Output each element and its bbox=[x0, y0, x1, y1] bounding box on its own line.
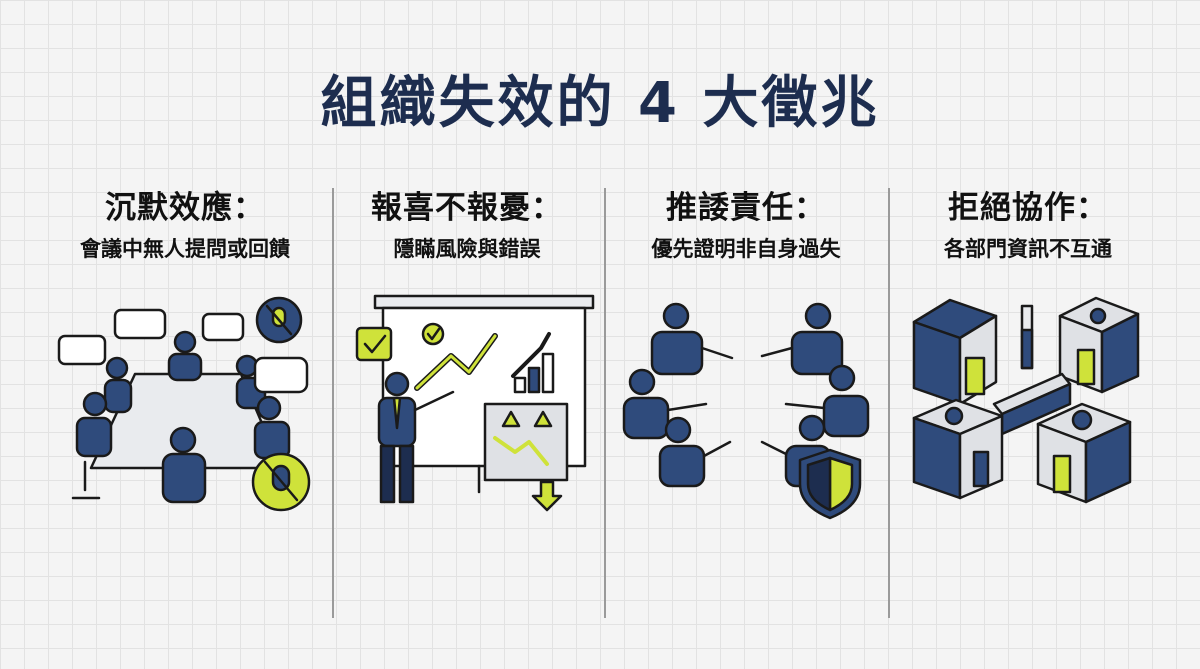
sign-panel-shift-blame: 推諉責任： 優先證明非自身過失 bbox=[606, 182, 886, 263]
sign-description: 隱瞞風險與錯誤 bbox=[393, 237, 541, 261]
divider bbox=[332, 188, 334, 618]
meeting-silence-icon bbox=[57, 296, 311, 512]
divider bbox=[888, 188, 890, 618]
sign-description: 優先證明非自身過失 bbox=[651, 237, 841, 261]
sign-panel-silence: 沉默效應： 會議中無人提問或回饋 bbox=[45, 182, 325, 263]
sign-heading: 拒絕協作： bbox=[948, 190, 1108, 226]
sign-description: 各部門資訊不互通 bbox=[944, 237, 1112, 261]
sign-description: 會議中無人提問或回饋 bbox=[80, 237, 290, 261]
page-title: 組織失效的 4 大徵兆 bbox=[320, 71, 880, 136]
sign-heading: 報喜不報憂： bbox=[371, 190, 563, 226]
finger-pointing-icon bbox=[622, 302, 870, 520]
sign-heading: 推諉責任： bbox=[666, 190, 826, 226]
sign-panel-hide-bad-news: 報喜不報憂： 隱瞞風險與錯誤 bbox=[327, 182, 607, 263]
sign-panel-refuse-collaboration: 拒絕協作： 各部門資訊不互通 bbox=[888, 182, 1168, 263]
presentation-hiding-risk-icon bbox=[355, 294, 595, 512]
divider bbox=[604, 188, 606, 618]
silo-buildings-icon bbox=[912, 296, 1140, 504]
sign-heading: 沉默效應： bbox=[105, 190, 265, 226]
